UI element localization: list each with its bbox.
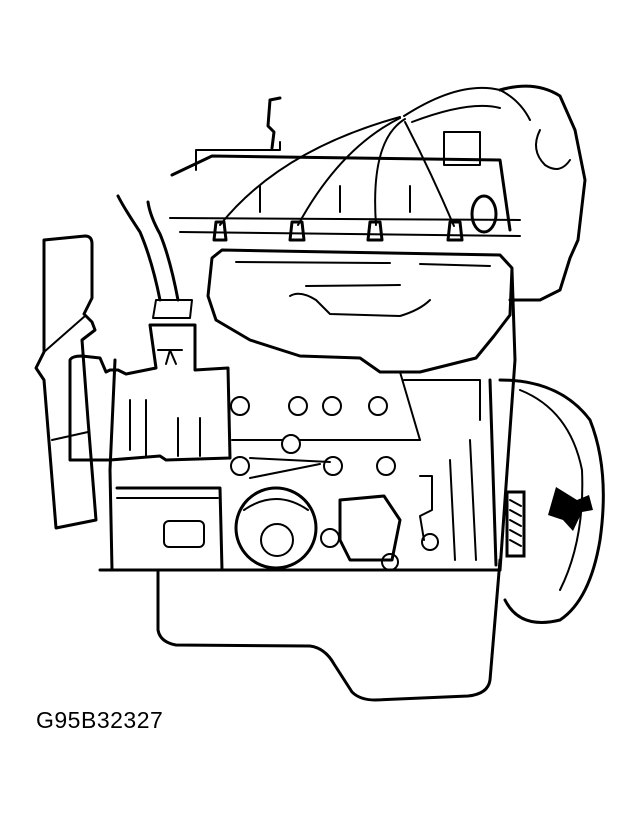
- spark-plug-wires: [212, 86, 531, 242]
- callout-arrow-icon: [548, 487, 593, 531]
- figure-caption: G95B32327: [36, 707, 164, 733]
- oil-pan: [156, 558, 502, 702]
- timing-mark: [505, 490, 526, 558]
- crankshaft-pulley: [488, 378, 605, 624]
- oil-filter-icon: [234, 486, 318, 570]
- bracket-box: [115, 486, 224, 572]
- lifting-eye: [470, 194, 498, 234]
- intake-manifold: [206, 248, 514, 374]
- bolts: [230, 396, 439, 571]
- fan-icon: [34, 234, 98, 530]
- alternator: [68, 299, 232, 462]
- cylinder-head: [169, 131, 521, 237]
